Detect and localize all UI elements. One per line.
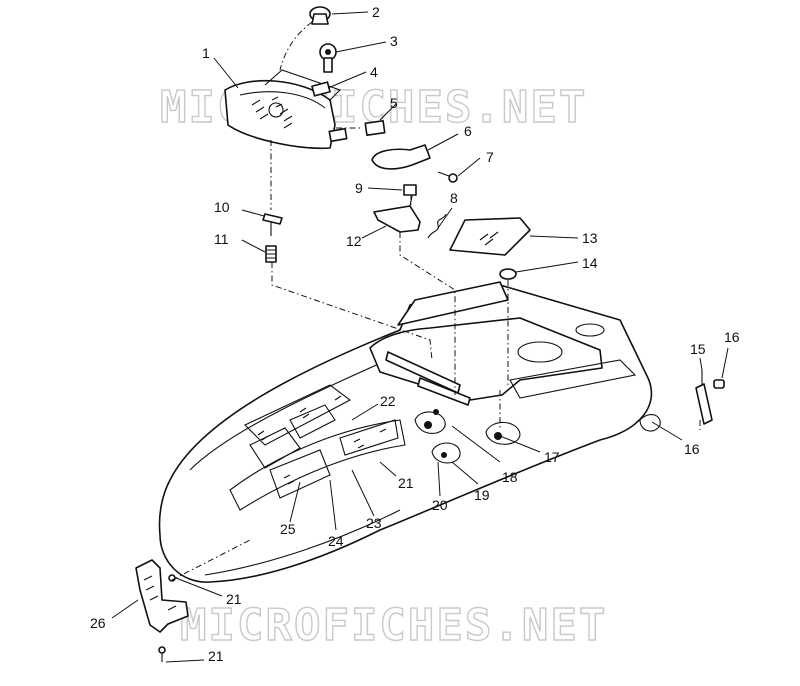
connector-part: [311, 81, 331, 97]
mounting-bracket: [371, 144, 431, 170]
grommet-recesses: [414, 409, 521, 464]
latch-part-15: [695, 370, 713, 425]
pin-part-10: [262, 213, 283, 236]
nut-part-9: [403, 184, 417, 196]
callout-16-bottom: 16: [684, 441, 700, 457]
callouts: 1 2 3 4 5 6 7 8 9 10 11 12 13 14 15 16 1…: [90, 4, 740, 664]
callout-5: 5: [390, 95, 398, 111]
callout-2: 2: [372, 4, 380, 20]
headlight-bulb: [309, 6, 331, 25]
callout-3: 3: [390, 33, 398, 49]
callout-21-middle: 21: [398, 475, 414, 491]
spring-clip: [427, 213, 447, 239]
watermark-bottom: MICROFICHES.NET: [180, 600, 607, 651]
bulb-dash-line: [279, 21, 313, 71]
callout-23: 23: [366, 515, 382, 531]
pad-part: [364, 120, 386, 136]
callout-6: 6: [464, 123, 472, 139]
callout-19: 19: [474, 487, 490, 503]
construction-lines: [171, 127, 701, 581]
panel-part-13: [449, 217, 531, 256]
grommet-part-14: [499, 268, 517, 280]
hood-body: [158, 281, 661, 583]
callout-22: 22: [380, 393, 396, 409]
plug-part-16: [713, 379, 725, 389]
headlight-housing: [224, 69, 348, 150]
callout-9: 9: [355, 180, 363, 196]
callout-12: 12: [346, 233, 362, 249]
callout-20: 20: [432, 497, 448, 513]
bulb-socket: [319, 43, 337, 73]
callout-8: 8: [450, 190, 458, 206]
callout-16-top: 16: [724, 329, 740, 345]
bracket-assembly-26: [135, 559, 189, 662]
callout-14: 14: [582, 255, 598, 271]
callout-10: 10: [214, 199, 230, 215]
spring-part-11: [265, 245, 277, 263]
callout-1: 1: [202, 45, 210, 61]
screw-part-7: [437, 171, 458, 183]
callout-11: 11: [214, 231, 229, 247]
callout-15: 15: [690, 341, 706, 357]
callout-18: 18: [502, 469, 518, 485]
callout-4: 4: [370, 64, 378, 80]
callout-13: 13: [582, 230, 598, 246]
callout-7: 7: [486, 149, 494, 165]
callout-17: 17: [544, 449, 560, 465]
leader-lines: [111, 11, 729, 663]
callout-21-bottom: 21: [208, 648, 224, 664]
callout-25: 25: [280, 521, 296, 537]
callout-24: 24: [328, 533, 344, 549]
callout-26: 26: [90, 615, 106, 631]
callout-21-lower: 21: [226, 591, 242, 607]
